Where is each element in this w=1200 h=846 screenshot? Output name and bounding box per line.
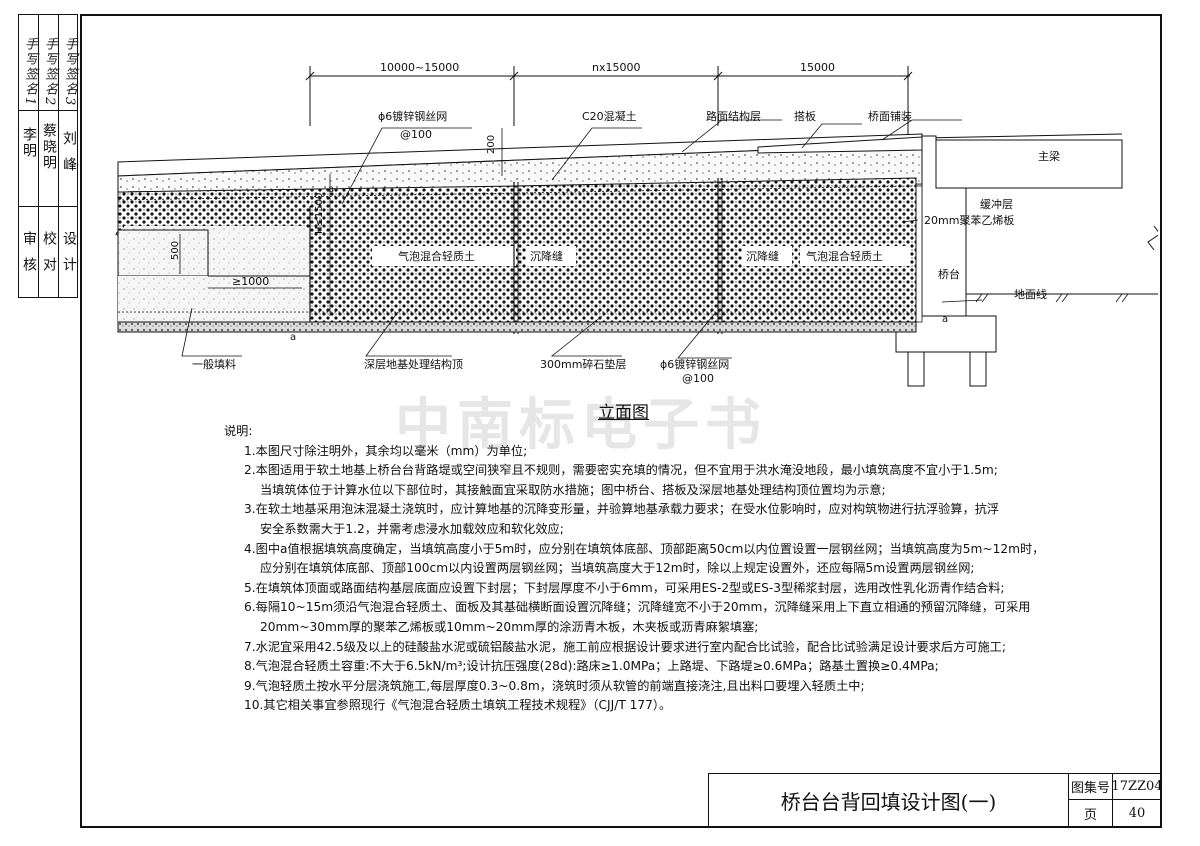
note-line: 9.气泡轻质土按水平分层浇筑施工,每层厚度0.3~0.8m，浇筑时须从软管的前端… [244, 678, 865, 693]
general-fill-label: 一般填料 [192, 357, 236, 371]
settlement-joint-label-1: 沉降缝 [530, 249, 563, 263]
buffer-label-2: 20mm聚苯乙烯板 [924, 213, 1014, 227]
notes: 说明: 1.本图尺寸除注明外，其余均以毫米（mm）为单位; 2.本图适用于软土地基… [224, 422, 1064, 716]
drawing-frame [80, 14, 1162, 828]
mesh-bottom-spacing: @100 [682, 372, 714, 385]
abutment-label: 桥台 [938, 267, 960, 281]
signature-3: 手写签名3 [62, 37, 77, 108]
title-block: 桥台台背回填设计图(一) 图集号 17ZZ04 页 40 [708, 773, 1163, 826]
signature-2: 手写签名2 [42, 37, 57, 108]
drawing-title: 桥台台背回填设计图(一) [709, 774, 1069, 826]
note-line: 当填筑体位于计算水位以下部位时，其接触面宜采取防水措施；图中桥台、搭板及深层地基… [260, 482, 886, 497]
role-check: 校对 [41, 231, 57, 283]
a-marker-3: a [328, 184, 334, 195]
note-line: 3.在软土地基采用泡沫混凝土浇筑时，应计算地基的沉降变形量，并验算地基承载力要求… [244, 502, 1000, 517]
name-designer: 刘峰 [61, 131, 77, 183]
a-marker-2: a [942, 314, 948, 325]
a-marker-1: a [290, 332, 296, 343]
ground-line-label: 地面线 [1014, 287, 1047, 301]
buffer-layer [915, 185, 923, 323]
atlas-number: 17ZZ04 [1111, 774, 1163, 800]
note-line: 4.图中a值根据填筑高度确定，当填筑高度小于5m时，应分别在填筑体底部、顶部距离… [244, 541, 1045, 556]
role-design: 设计 [61, 231, 77, 283]
general-fill [117, 229, 209, 277]
note-line: 7.水泥宜采用42.5级及以上的硅酸盐水泥或硫铝酸盐水泥，施工前应根据设计要求进… [244, 639, 1006, 654]
mesh-bottom-label: ϕ6镀锌钢丝网 [660, 357, 729, 371]
settlement-joint-label-2: 沉降缝 [746, 249, 779, 263]
pavement-layer-label: 路面结构层 [706, 109, 761, 123]
dim-200: 200 [486, 135, 497, 154]
note-line: 6.每隔10~15m须沿气泡混合轻质土、面板及其基础横断面设置沉降缝；沉降缝宽不… [244, 600, 1031, 615]
signature-1: 手写签名1 [22, 37, 37, 108]
gravel-cushion [117, 321, 917, 333]
note-line: 20mm~30mm厚的聚苯乙烯板或10mm~20mm厚的涂沥青木板，木夹板或沥青… [260, 619, 759, 634]
name-checker: 蔡晓明 [41, 123, 57, 171]
note-line: 2.本图适用于软土地基上桥台台背路堤或空间狭窄且不规则，需要密实充填的情况，但不… [244, 463, 998, 478]
dim-500: 500 [170, 241, 181, 260]
mesh-top-label: ϕ6镀锌钢丝网 [378, 109, 447, 123]
notes-list: 1.本图尺寸除注明外，其余均以毫米（mm）为单位; 2.本图适用于软土地基上桥台台… [224, 442, 1064, 716]
buffer-label-1: 缓冲层 [980, 197, 1013, 211]
dim-middle: nx15000 [592, 61, 640, 74]
page-label: 页 [1069, 800, 1113, 826]
signature-block: 手写签名1 手写签名2 手写签名3 李明 蔡晓明 刘峰 审核 校对 设计 [18, 14, 78, 298]
pile-2 [969, 351, 987, 387]
watermark: 中南标电子书 [395, 393, 767, 458]
dimension-line [305, 66, 913, 136]
dim-1000: ≥1000 [232, 275, 269, 288]
gravel-label: 300mm碎石垫层 [540, 357, 626, 371]
fill-label-left: 气泡混合轻质土 [398, 249, 475, 263]
fill-label-right: 气泡混合轻质土 [806, 249, 883, 263]
role-review: 审核 [21, 231, 37, 283]
dim-left: 10000~15000 [380, 61, 459, 74]
note-line: 8.气泡混合轻质土容重:不大于6.5kN/m³;设计抗压强度(28d):路床≥1… [244, 659, 939, 674]
note-line: 5.在填筑体顶面或路面结构基层底面应设置下封层；下封层厚度不小于6mm，可采用E… [244, 580, 1005, 595]
girder-label: 主梁 [1038, 149, 1060, 163]
note-line: 1.本图尺寸除注明外，其余均以毫米（mm）为单位; [244, 443, 528, 458]
note-line: 10.其它相关事宜参照现行《气泡混合轻质土填筑工程技术规程》（CJJ/T 177… [244, 698, 672, 713]
mesh-top-spacing: @100 [400, 128, 432, 141]
page-number: 40 [1128, 805, 1146, 821]
slab-label: 搭板 [794, 109, 816, 123]
note-line: 安全系数需大于1.2，并需考虑浸水加载效应和软化效应; [260, 521, 564, 536]
atlas-label: 图集号 [1069, 774, 1113, 800]
notes-heading: 说明: [224, 424, 253, 438]
note-line: 应分别在填筑体底部、顶部100cm以内设置两层钢丝网；当填筑高度大于12m时，除… [260, 561, 975, 576]
pile-1 [907, 351, 925, 387]
elevation-title: 立面图 [598, 403, 649, 423]
dim-right: 15000 [800, 61, 835, 74]
main-girder [935, 139, 1123, 189]
deep-treatment-label: 深层地基处理结构顶 [364, 357, 463, 371]
name-reviewer: 李明 [21, 127, 37, 159]
deck-label: 桥面铺装 [868, 110, 912, 123]
dim-h: H≤1500 [314, 193, 325, 234]
elevation-drawing: 10000~15000 nx15000 15000 气泡混合轻质土 沉降缝 沉降… [115, 61, 1158, 387]
c20-label: C20混凝土 [582, 109, 637, 123]
